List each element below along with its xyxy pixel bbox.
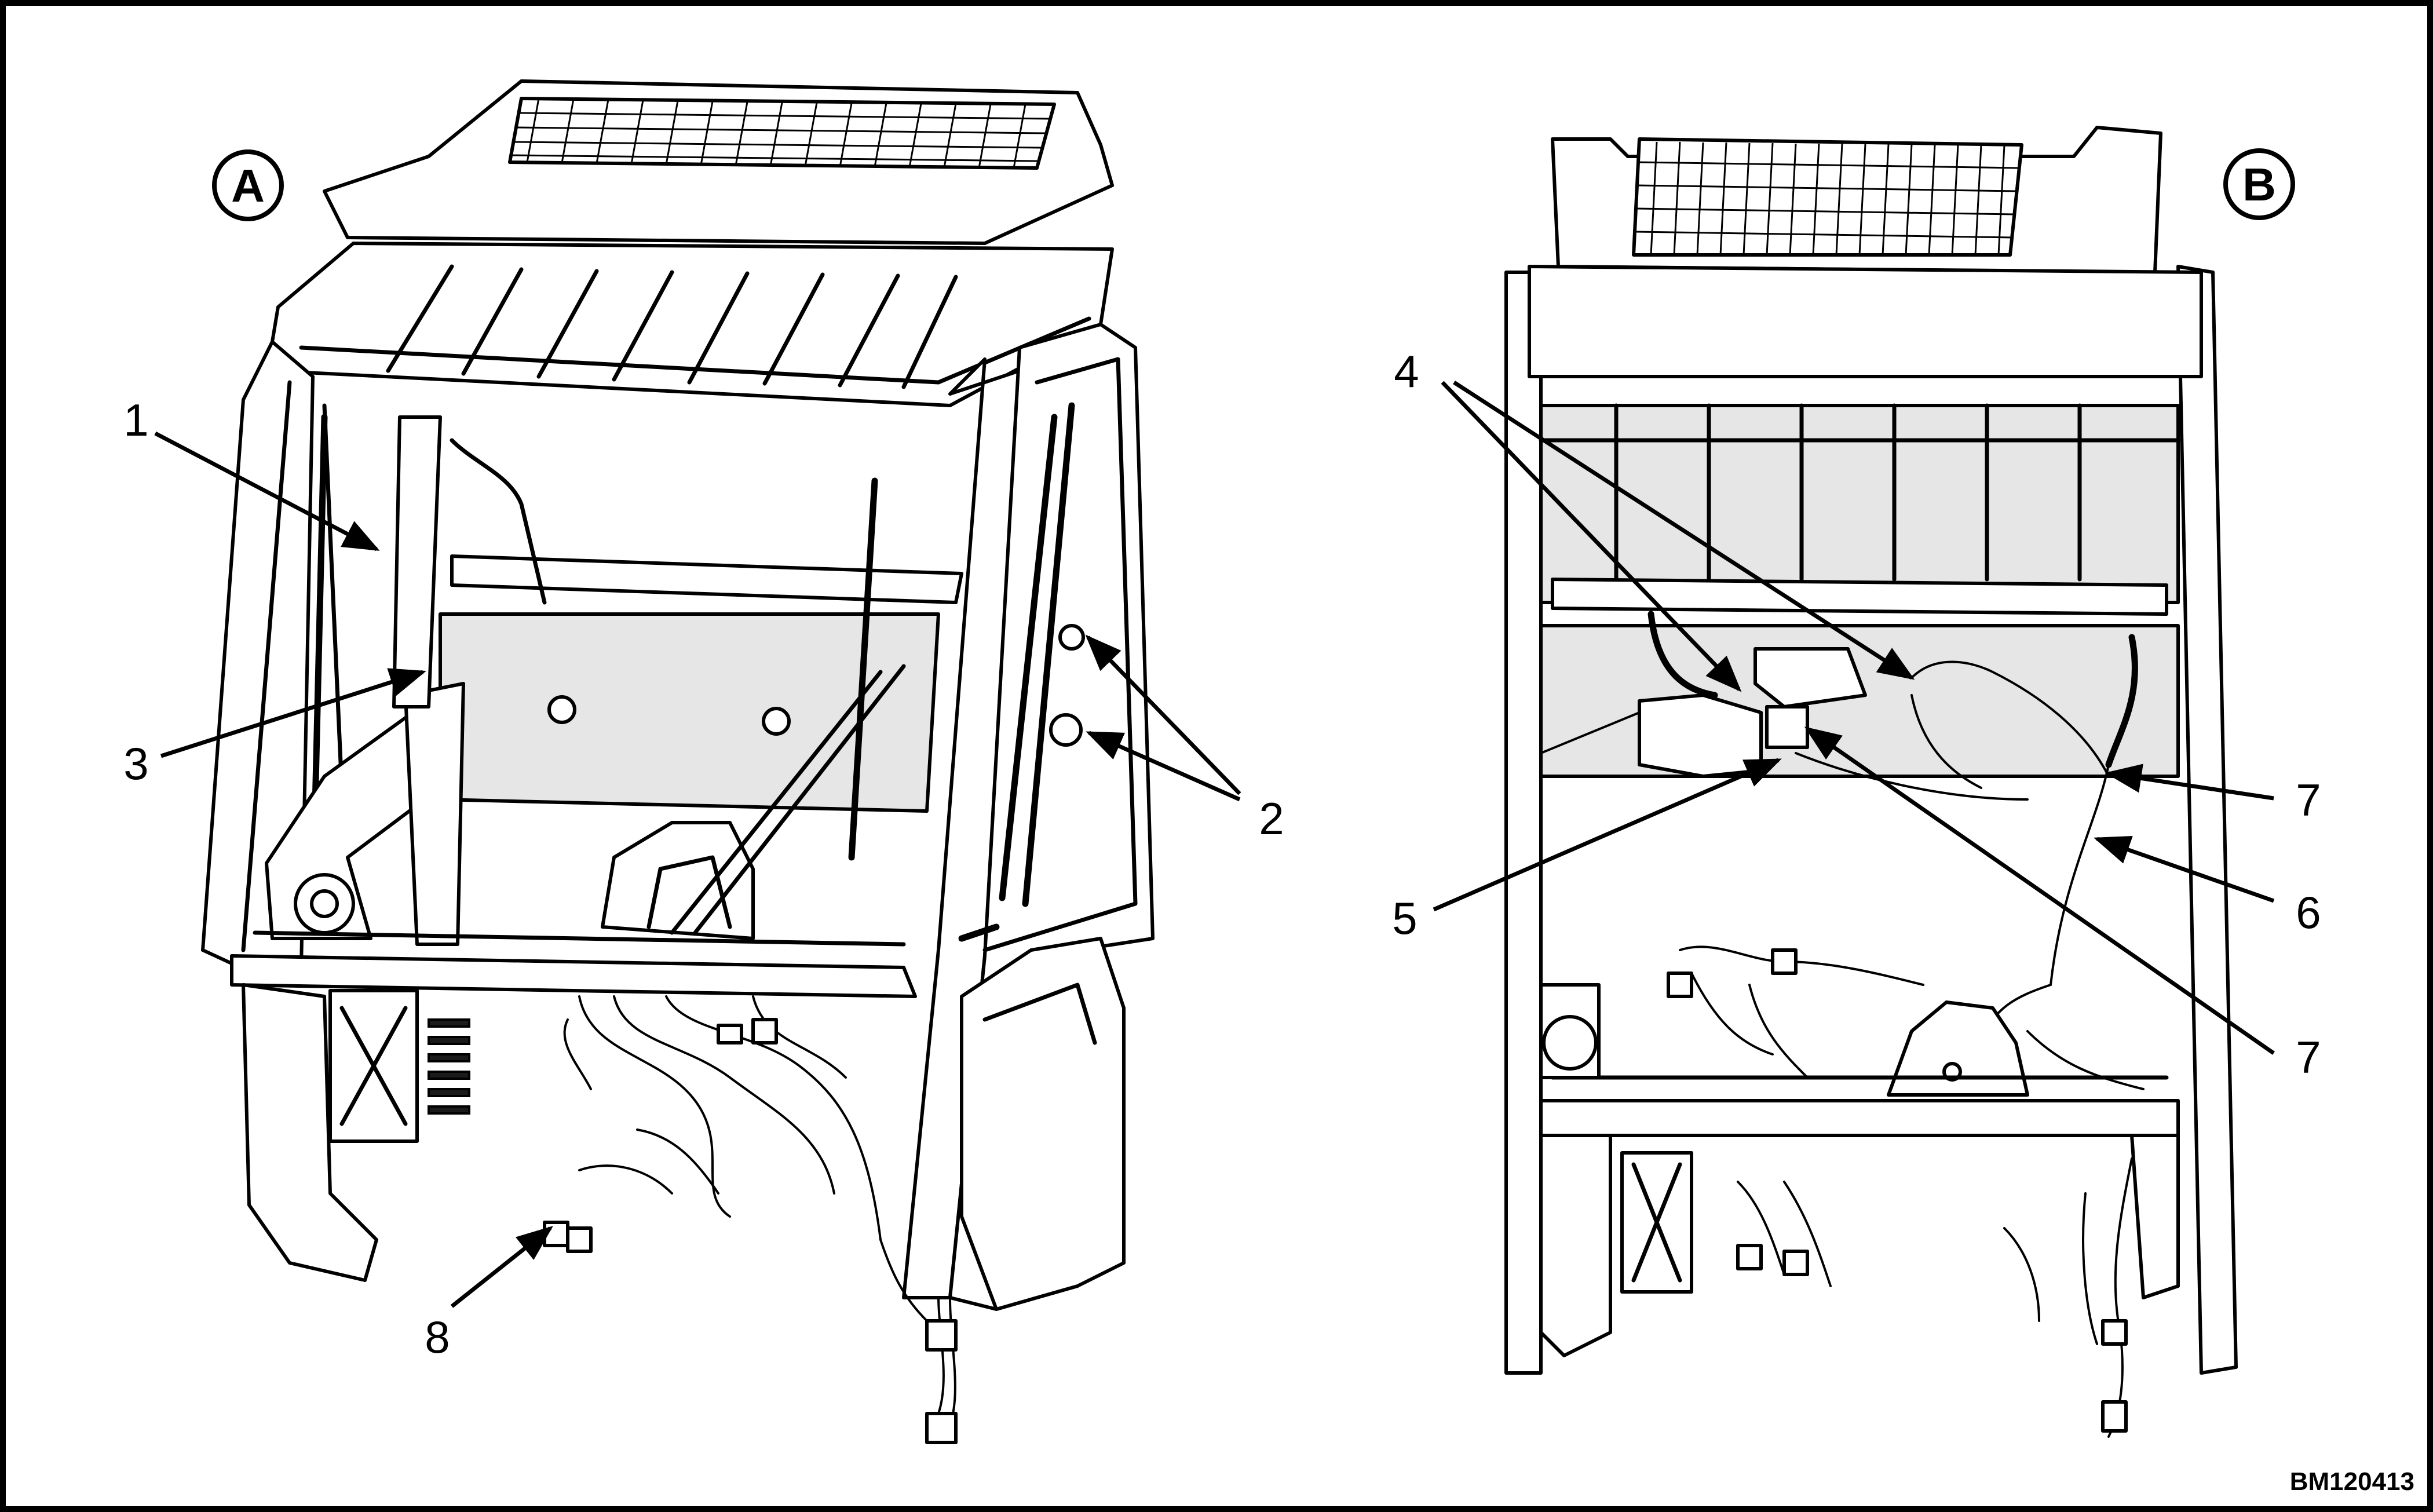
callout-7-lower: 7 [2296, 1032, 2321, 1083]
callout-6: 6 [2296, 887, 2321, 938]
leader-7b [1804, 726, 2275, 1055]
leader-4b [1453, 381, 1915, 680]
leader-6 [2094, 835, 2275, 903]
leader-5 [1433, 758, 1782, 912]
leader-1 [154, 431, 380, 552]
view-b-cab-drawing [1504, 126, 2238, 1438]
callout-2: 2 [1259, 793, 1284, 844]
view-a-label: A [231, 160, 265, 211]
figure-code: BM120413 [2290, 1467, 2414, 1496]
callout-3: 3 [123, 738, 148, 789]
callout-5: 5 [1392, 893, 1417, 944]
callout-8: 8 [425, 1312, 450, 1363]
leader-2b [1086, 731, 1241, 802]
view-a-cab-drawing [201, 79, 1155, 1444]
view-b-label: B [2242, 159, 2276, 210]
view-a-circle [212, 149, 284, 221]
callout-7-upper: 7 [2296, 775, 2321, 826]
callout-4: 4 [1394, 346, 1419, 397]
leader-4a [1441, 381, 1742, 692]
callout-1: 1 [123, 395, 148, 445]
view-b-circle [2223, 148, 2295, 220]
leader-8 [450, 1226, 553, 1308]
leader-3 [160, 668, 426, 758]
leader-2a [1085, 634, 1241, 795]
leader-7a [2105, 764, 2274, 801]
